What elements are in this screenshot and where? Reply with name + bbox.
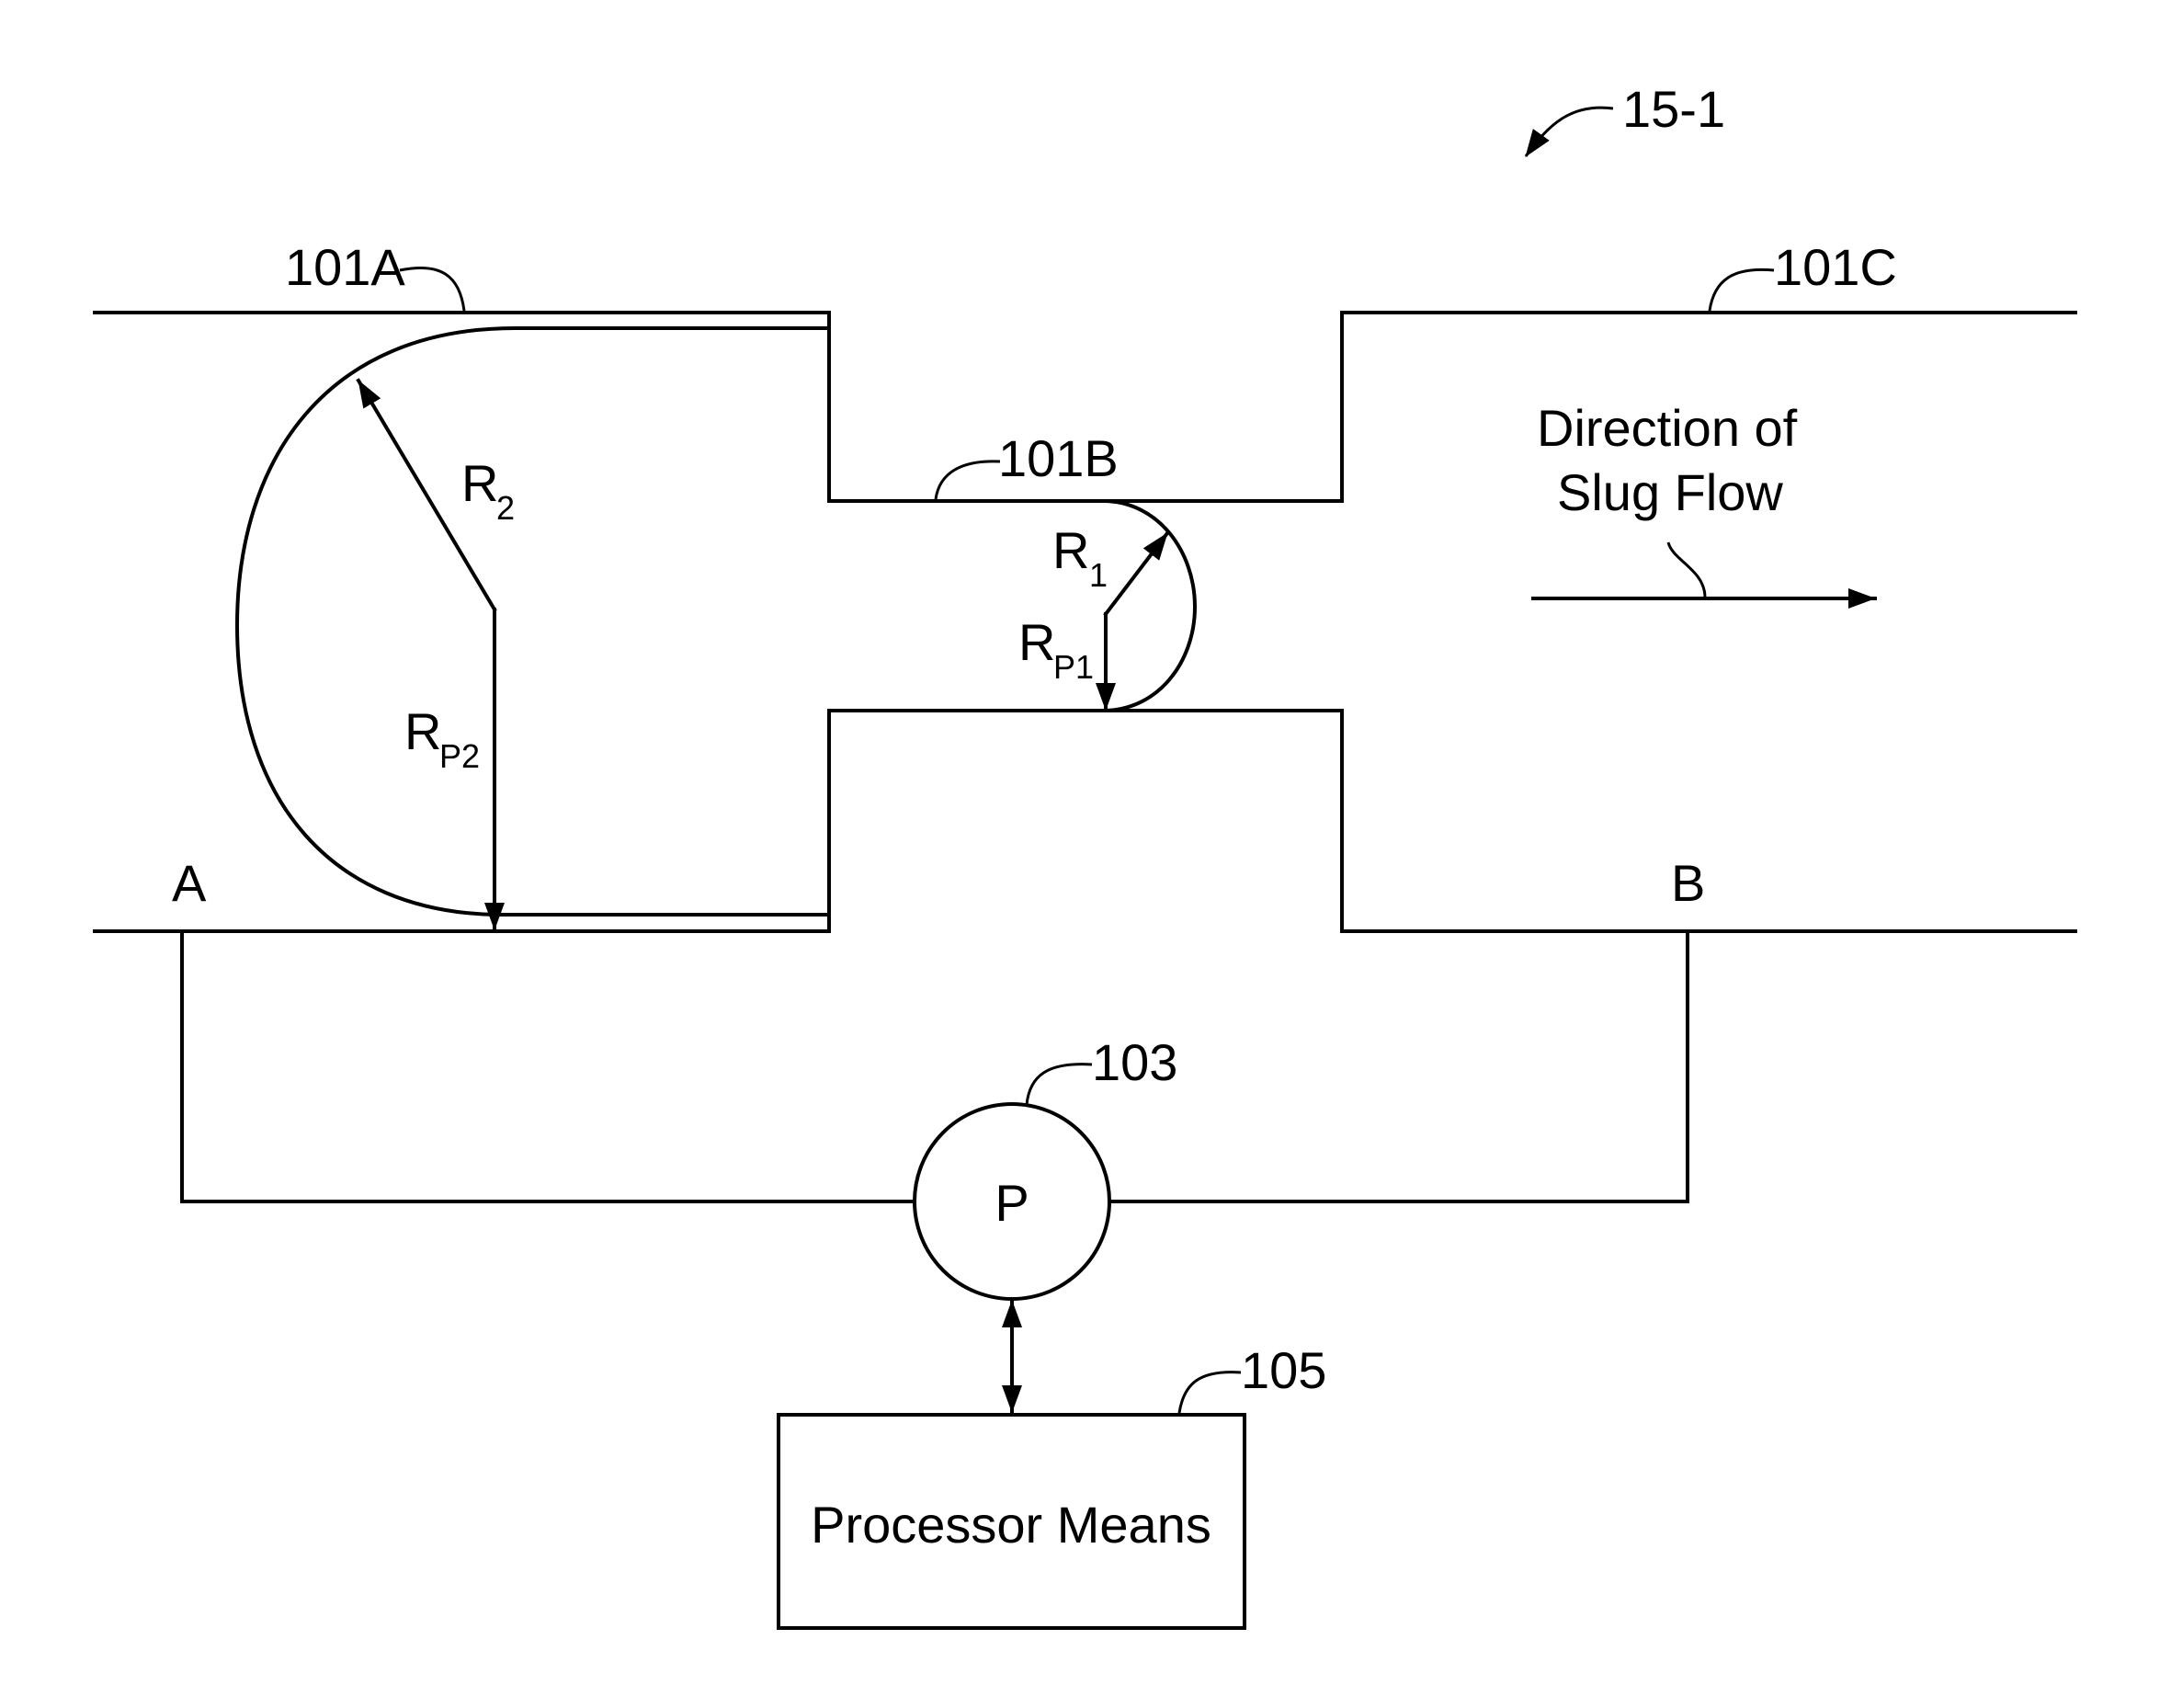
figure-reference: 15-1 bbox=[1526, 80, 1725, 156]
figure-ref-label: 15-1 bbox=[1622, 80, 1725, 138]
leader-101c bbox=[1710, 269, 1774, 311]
large-slug-outline bbox=[237, 328, 829, 915]
leader-101b bbox=[936, 461, 1000, 499]
sensor-symbol: P bbox=[995, 1174, 1029, 1232]
sensor-line-left bbox=[182, 931, 915, 1201]
processor-means: Processor Means 105 bbox=[779, 1341, 1326, 1628]
r1-arrow bbox=[1106, 533, 1167, 614]
rp2-sub: P2 bbox=[439, 737, 480, 775]
rp1-main: R bbox=[1018, 613, 1055, 671]
r2-main: R bbox=[461, 454, 498, 512]
r2-sub: 2 bbox=[496, 489, 515, 527]
label-101a: 101A bbox=[285, 238, 405, 296]
leader-101a bbox=[400, 268, 464, 311]
flow-label-leader bbox=[1668, 542, 1705, 598]
rp1-label: R P1 bbox=[1018, 613, 1094, 686]
sensor-line-right bbox=[1109, 931, 1688, 1201]
callout-101b: 101B bbox=[936, 429, 1119, 499]
pressure-sensor: P 103 bbox=[915, 1033, 1177, 1299]
flow-label-line2: Slug Flow bbox=[1557, 463, 1783, 521]
rp1-sub: P1 bbox=[1053, 648, 1094, 686]
r2-label: R 2 bbox=[461, 454, 515, 527]
processor-label: Processor Means bbox=[811, 1496, 1211, 1554]
r1-main: R bbox=[1052, 521, 1089, 579]
flow-label-line1: Direction of bbox=[1537, 399, 1798, 457]
rp2-label: R P2 bbox=[404, 702, 480, 775]
pipe-lower-wall bbox=[95, 711, 2075, 931]
label-101b: 101B bbox=[998, 429, 1119, 487]
r1-sub: 1 bbox=[1089, 556, 1108, 594]
callout-101c: 101C bbox=[1710, 238, 1897, 311]
point-a-label: A bbox=[172, 854, 207, 912]
label-101c: 101C bbox=[1774, 238, 1897, 296]
figure-ref-arrow bbox=[1526, 108, 1613, 156]
label-105: 105 bbox=[1241, 1341, 1326, 1399]
r1-label: R 1 bbox=[1052, 521, 1108, 594]
flow-direction: Direction of Slug Flow bbox=[1533, 399, 1875, 598]
point-b-label: B bbox=[1671, 854, 1705, 912]
rp2-main: R bbox=[404, 702, 441, 760]
leader-105 bbox=[1179, 1372, 1241, 1413]
leader-103 bbox=[1027, 1065, 1092, 1105]
small-slug-outline bbox=[1103, 501, 1195, 711]
callout-101a: 101A bbox=[285, 238, 464, 311]
label-103: 103 bbox=[1092, 1033, 1177, 1091]
